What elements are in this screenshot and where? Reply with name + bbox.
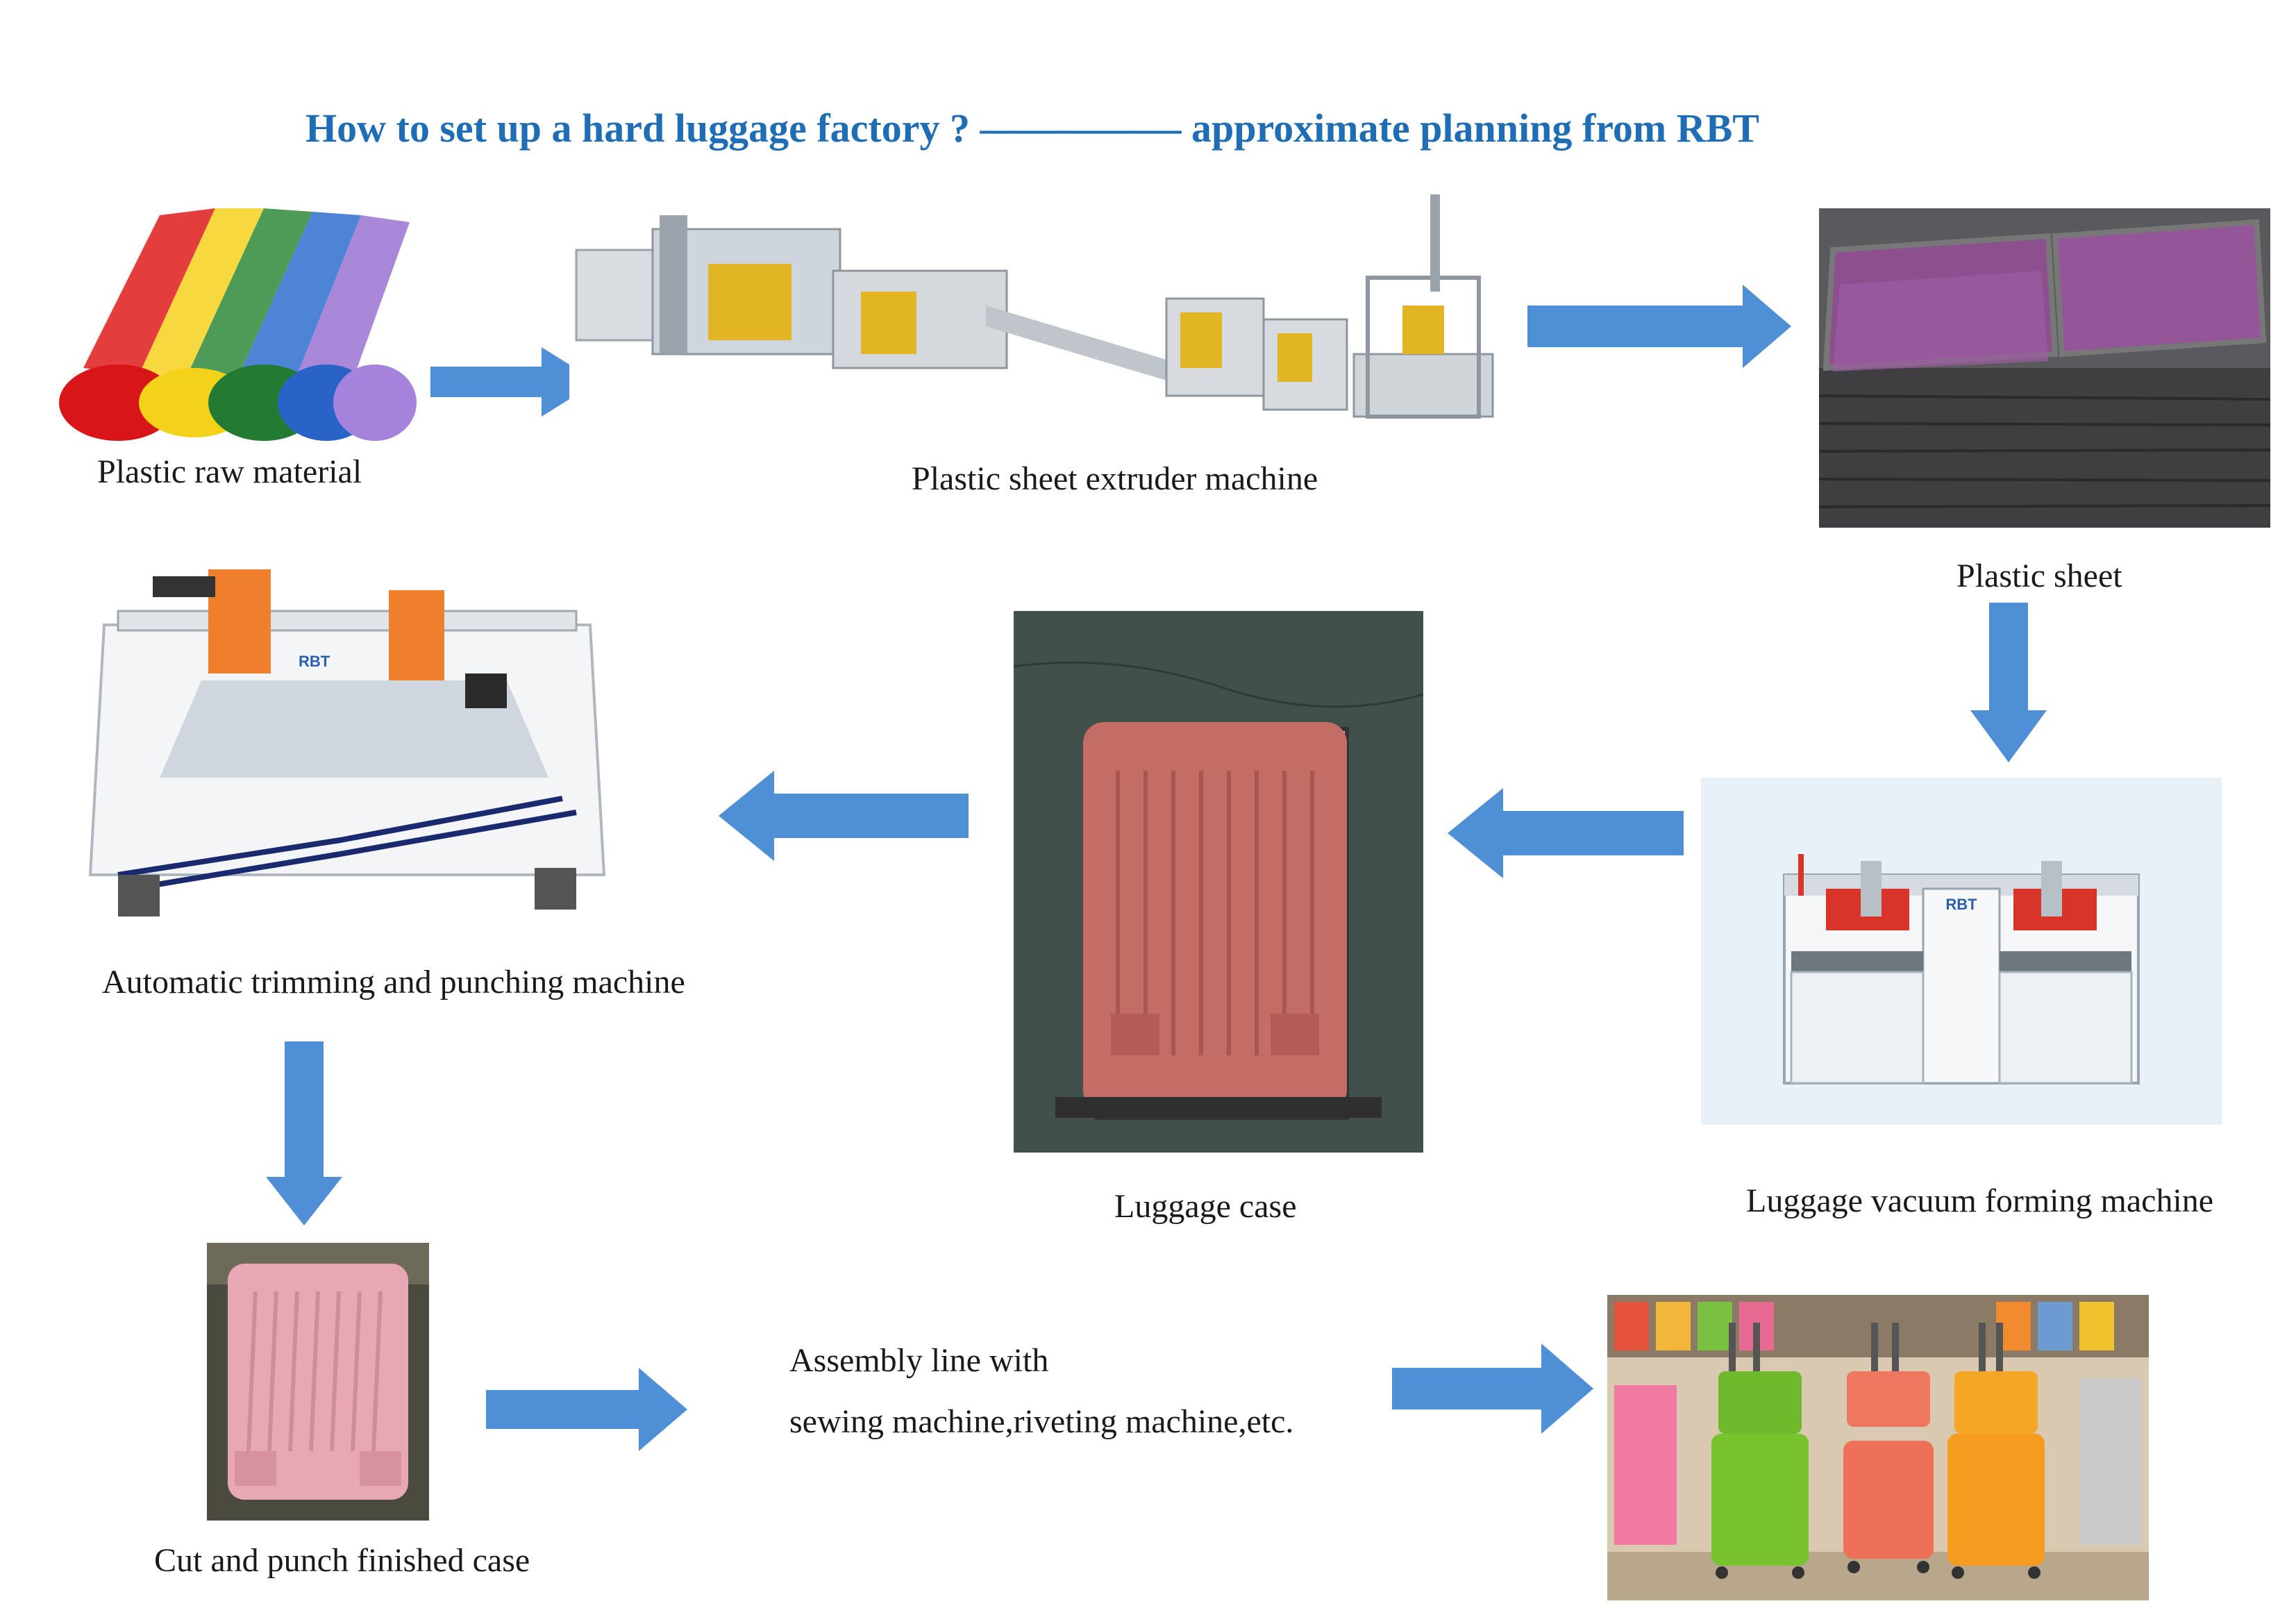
arrow-down-icon [1970, 603, 2047, 762]
arrow-right-icon [430, 347, 597, 417]
finished-case-photo [207, 1243, 429, 1521]
caption-luggage-case: Luggage case [1114, 1188, 1297, 1225]
arrow-left-icon [719, 771, 969, 861]
brand-label: RBT [299, 653, 330, 670]
caption-extruder: Plastic sheet extruder machine [912, 460, 1318, 497]
raw-material-photo [56, 194, 417, 458]
vacuum-forming-machine-photo: RBT [1701, 778, 2222, 1125]
arrow-right-icon [1527, 285, 1791, 368]
caption-raw-material: Plastic raw material [97, 453, 362, 490]
page-title: How to set up a hard luggage factory ? —… [305, 106, 1759, 151]
caption-plastic-sheet: Plastic sheet [1956, 558, 2122, 594]
assembly-line-label: Assembly line with [789, 1342, 1049, 1379]
arrow-down-icon [266, 1041, 342, 1225]
caption-vacuum-forming: Luggage vacuum forming machine [1746, 1182, 2214, 1219]
brand-label: RBT [1945, 896, 1977, 913]
luggage-case-photo [1014, 611, 1423, 1153]
finished-luggage-photo [1607, 1295, 2149, 1600]
caption-trimming: Automatic trimming and punching machine [102, 964, 685, 1001]
extruder-machine-photo [569, 187, 1555, 493]
assembly-line-equipment: sewing machine,riveting machine,etc. [789, 1403, 1294, 1440]
arrow-right-icon [486, 1368, 687, 1451]
arrow-right-icon [1392, 1343, 1593, 1434]
caption-finished-case: Cut and punch finished case [154, 1542, 530, 1579]
plastic-sheet-photo [1819, 208, 2270, 528]
trimming-machine-photo: RBT [76, 549, 618, 951]
arrow-left-icon [1448, 788, 1684, 878]
